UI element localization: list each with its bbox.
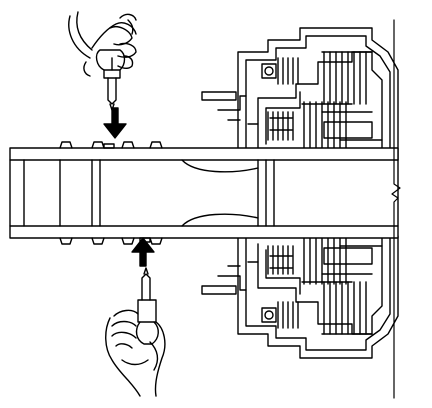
hand-holding-air-gun-top bbox=[68, 11, 137, 111]
clutch-drum-upper bbox=[201, 27, 399, 161]
clutch-drum-lower bbox=[201, 235, 399, 359]
air-flow-arrow-up bbox=[131, 237, 155, 267]
clutch-pack-lower bbox=[301, 235, 373, 335]
return-spring-upper bbox=[267, 57, 299, 141]
section-break bbox=[391, 19, 401, 399]
clutch-pack-upper bbox=[301, 51, 373, 151]
air-flow-arrow-down bbox=[103, 107, 127, 139]
hand-holding-air-gun-bottom bbox=[105, 267, 166, 397]
return-spring-lower bbox=[267, 245, 299, 329]
splined-shaft bbox=[9, 141, 399, 245]
